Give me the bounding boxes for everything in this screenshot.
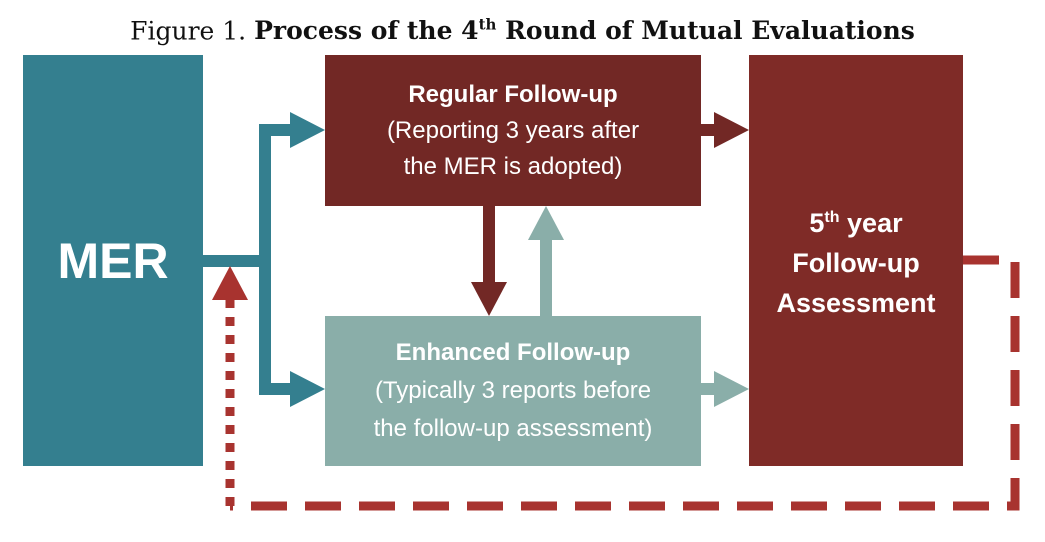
- mer-branch-connector: [203, 130, 271, 395]
- enhanced-to-regular-arrowhead: [528, 206, 564, 240]
- mer-to-enhanced-arrowhead: [290, 371, 325, 407]
- regular-follow-up-box: Regular Follow-up (Reporting 3 years aft…: [325, 55, 701, 206]
- figure-label: Figure 1.: [130, 16, 247, 46]
- enhanced-follow-up-box: Enhanced Follow-up (Typically 3 reports …: [325, 316, 701, 466]
- regular-follow-up-line2: the MER is adopted): [403, 152, 623, 180]
- mer-label: MER: [57, 232, 169, 289]
- regular-follow-up-line1: (Reporting 3 years after: [386, 116, 640, 144]
- fifth-year-line3: Assessment: [776, 288, 936, 318]
- enhanced-follow-up-title: Enhanced Follow-up: [395, 339, 631, 366]
- feedback-loop-dashed: [230, 255, 1020, 511]
- fifth-year-line2: Follow-up: [792, 248, 920, 278]
- fifth-year-line1: 5th year: [809, 208, 903, 238]
- regular-to-fifth-arrowhead: [714, 112, 749, 148]
- mer-box: MER: [23, 55, 203, 466]
- enhanced-to-fifth-arrowhead: [714, 371, 749, 407]
- figure-title: Figure 1. Process of the 4th Round of Mu…: [0, 16, 1045, 45]
- enhanced-follow-up-line1: (Typically 3 reports before: [374, 377, 652, 404]
- regular-follow-up-title: Regular Follow-up: [408, 80, 618, 108]
- regular-to-enhanced-arrowhead: [471, 282, 507, 316]
- fifth-year-assessment-box: 5th year Follow-up Assessment: [749, 55, 963, 466]
- feedback-loop-arrowhead: [212, 266, 248, 300]
- mer-to-regular-arrowhead: [290, 112, 325, 148]
- figure-title-text: Process of the 4th Round of Mutual Evalu…: [254, 16, 915, 46]
- enhanced-follow-up-line2: the follow-up assessment): [373, 415, 653, 442]
